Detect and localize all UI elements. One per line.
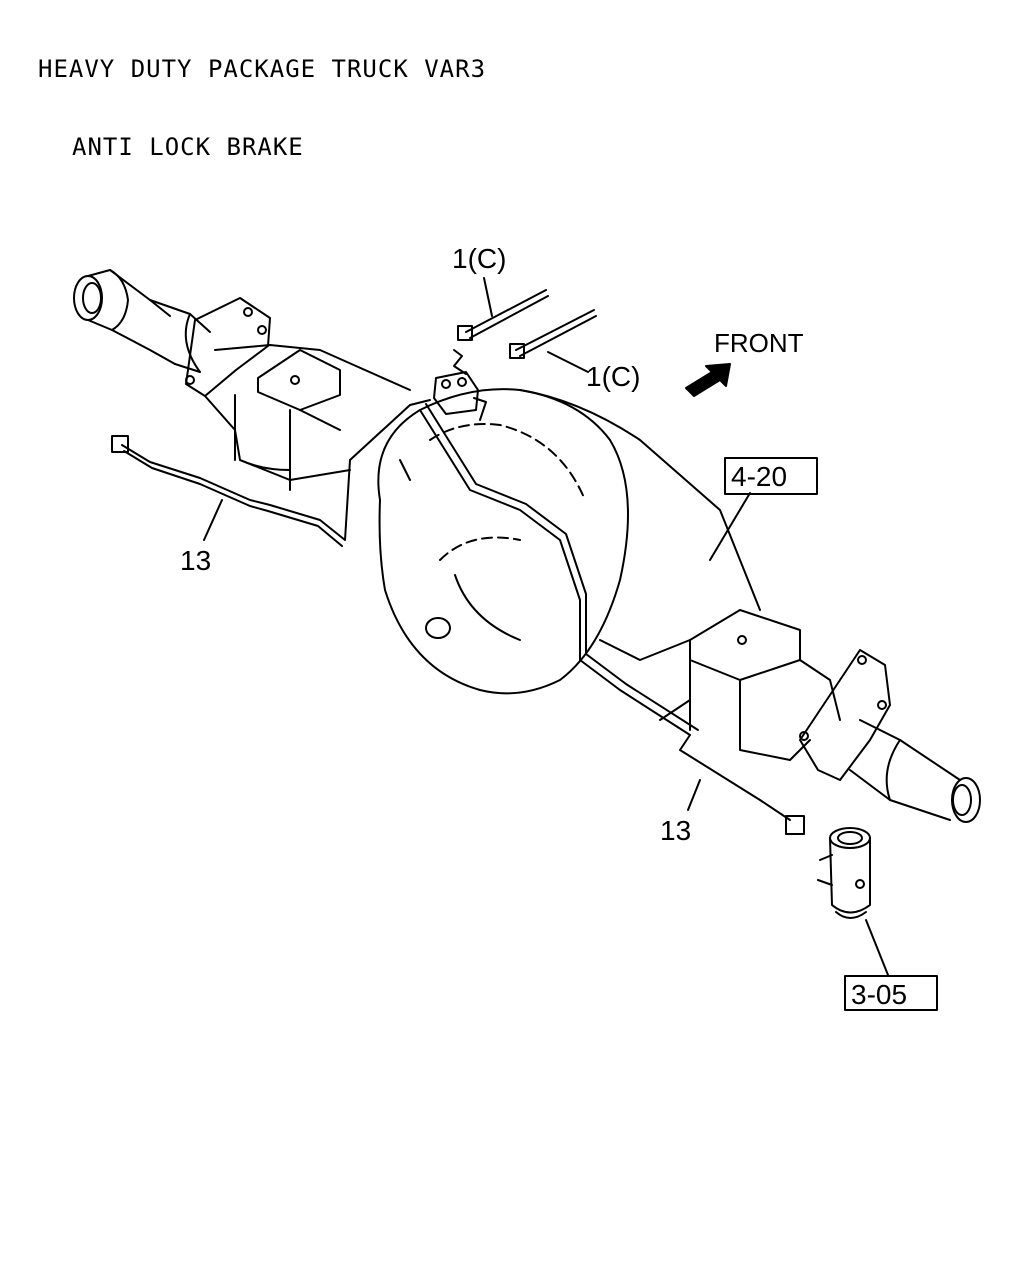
label-cylinder-ref: 3-05 bbox=[851, 979, 907, 1010]
pipe-fitting-left bbox=[111, 435, 129, 453]
pipe-fitting-right bbox=[785, 815, 805, 835]
diagram-title: HEAVY DUTY PACKAGE TRUCK VAR3 ANTI LOCK … bbox=[38, 4, 486, 186]
rear-axle-housing bbox=[73, 269, 981, 823]
front-arrow-icon bbox=[685, 363, 731, 397]
right-spring-seat bbox=[689, 609, 801, 681]
left-flange bbox=[185, 297, 271, 397]
wheel-cylinder bbox=[817, 827, 871, 919]
right-flange bbox=[799, 649, 891, 781]
left-axle-end bbox=[73, 275, 103, 321]
label-pipe-right: 13 bbox=[660, 815, 691, 846]
axle-ref-box bbox=[724, 457, 818, 495]
differential-cover bbox=[377, 388, 629, 695]
label-pipe-upper-left: 1(C) bbox=[452, 243, 506, 274]
label-pipe-upper-right: 1(C) bbox=[586, 361, 640, 392]
leader-lines bbox=[203, 277, 889, 976]
label-pipe-left: 13 bbox=[180, 545, 211, 576]
cylinder-ref-box bbox=[844, 975, 938, 1011]
title-line-1: HEAVY DUTY PACKAGE TRUCK VAR3 bbox=[38, 55, 487, 83]
label-axle-ref: 4-20 bbox=[731, 461, 787, 492]
brake-pipe-right-13 bbox=[419, 403, 805, 835]
pipe-junction-block bbox=[433, 371, 487, 421]
brake-pipe-upper-1c-b bbox=[509, 309, 597, 359]
label-front: FRONT bbox=[714, 328, 804, 358]
right-axle-end bbox=[951, 777, 981, 823]
left-spring-seat bbox=[257, 349, 341, 411]
brake-pipe-left-13 bbox=[111, 399, 431, 547]
title-line-2: ANTI LOCK BRAKE bbox=[72, 133, 304, 161]
drain-plug bbox=[425, 617, 451, 639]
brake-pipe-upper-1c-a bbox=[453, 289, 549, 375]
